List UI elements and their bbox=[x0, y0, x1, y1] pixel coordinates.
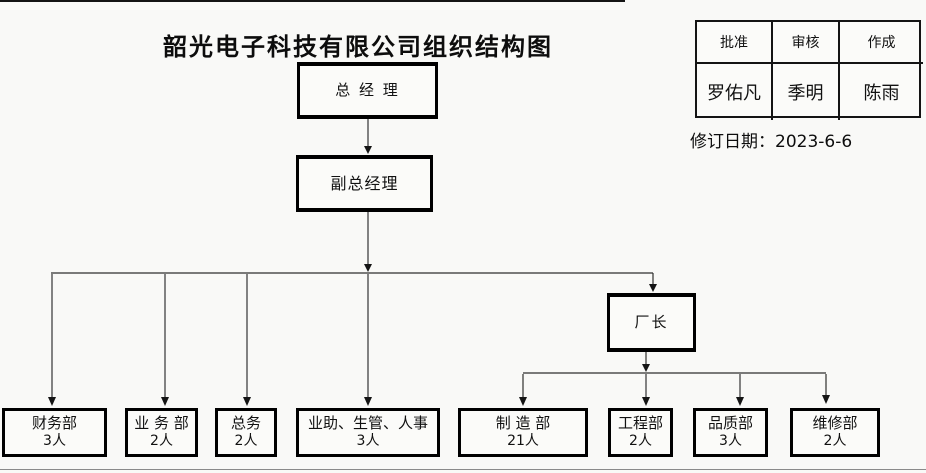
node-manufacturing-dept: 制 造 部 21人 bbox=[458, 408, 588, 457]
dept-name: 维修部 bbox=[812, 414, 858, 433]
approval-header-approve: 批准 bbox=[697, 22, 773, 64]
approval-signer-approve: 罗佑凡 bbox=[697, 64, 773, 120]
dept-headcount: 3人 bbox=[719, 433, 742, 450]
node-finance-dept: 财务部 3人 bbox=[2, 408, 107, 457]
node-deputy-general-manager: 副总经理 bbox=[296, 155, 433, 212]
dept-name: 品质部 bbox=[707, 414, 753, 433]
approval-signer-prepared: 陈雨 bbox=[863, 83, 900, 104]
dept-name: 业助、生管、人事 bbox=[307, 414, 428, 433]
dept-name: 业 务 部 bbox=[134, 414, 189, 433]
node-label: 厂长 bbox=[634, 313, 669, 332]
node-general-affairs: 总务 2人 bbox=[215, 408, 277, 457]
dept-headcount: 2人 bbox=[823, 433, 847, 450]
revision-date: 修订日期：2023-6-6 bbox=[690, 132, 853, 152]
dept-headcount: 3人 bbox=[356, 433, 380, 450]
dept-headcount: 3人 bbox=[43, 433, 66, 450]
dept-name: 总务 bbox=[230, 414, 261, 433]
approval-header-prepared: 作成 bbox=[840, 22, 923, 64]
node-quality-dept: 品质部 3人 bbox=[693, 408, 768, 457]
node-label: 副总经理 bbox=[330, 173, 399, 193]
dept-name: 工程部 bbox=[617, 414, 663, 433]
bottom-border-line bbox=[0, 469, 926, 470]
node-admin-production-hr: 业助、生管、人事 3人 bbox=[296, 408, 440, 457]
node-general-manager: 总 经 理 bbox=[297, 62, 438, 119]
node-factory-director: 厂长 bbox=[607, 293, 696, 352]
node-label: 总 经 理 bbox=[335, 81, 400, 100]
dept-headcount: 2人 bbox=[150, 433, 173, 450]
approval-signer-review: 季明 bbox=[773, 64, 840, 120]
dept-headcount: 21人 bbox=[507, 433, 539, 450]
top-border-line bbox=[0, 0, 625, 2]
dept-headcount: 2人 bbox=[629, 433, 652, 450]
dept-name: 制 造 部 bbox=[495, 414, 551, 433]
node-business-dept: 业 务 部 2人 bbox=[125, 408, 198, 457]
chart-title: 韶光电子科技有限公司组织结构图 bbox=[163, 33, 553, 61]
approval-table: 批准 审核 作成 罗佑凡 季明 陈雨 bbox=[695, 20, 923, 120]
node-maintenance-dept: 维修部 2人 bbox=[790, 408, 880, 457]
dept-headcount: 2人 bbox=[234, 433, 258, 450]
approval-header-review: 审核 bbox=[773, 22, 840, 64]
dept-name: 财务部 bbox=[31, 414, 77, 433]
node-engineering-dept: 工程部 2人 bbox=[608, 408, 673, 457]
